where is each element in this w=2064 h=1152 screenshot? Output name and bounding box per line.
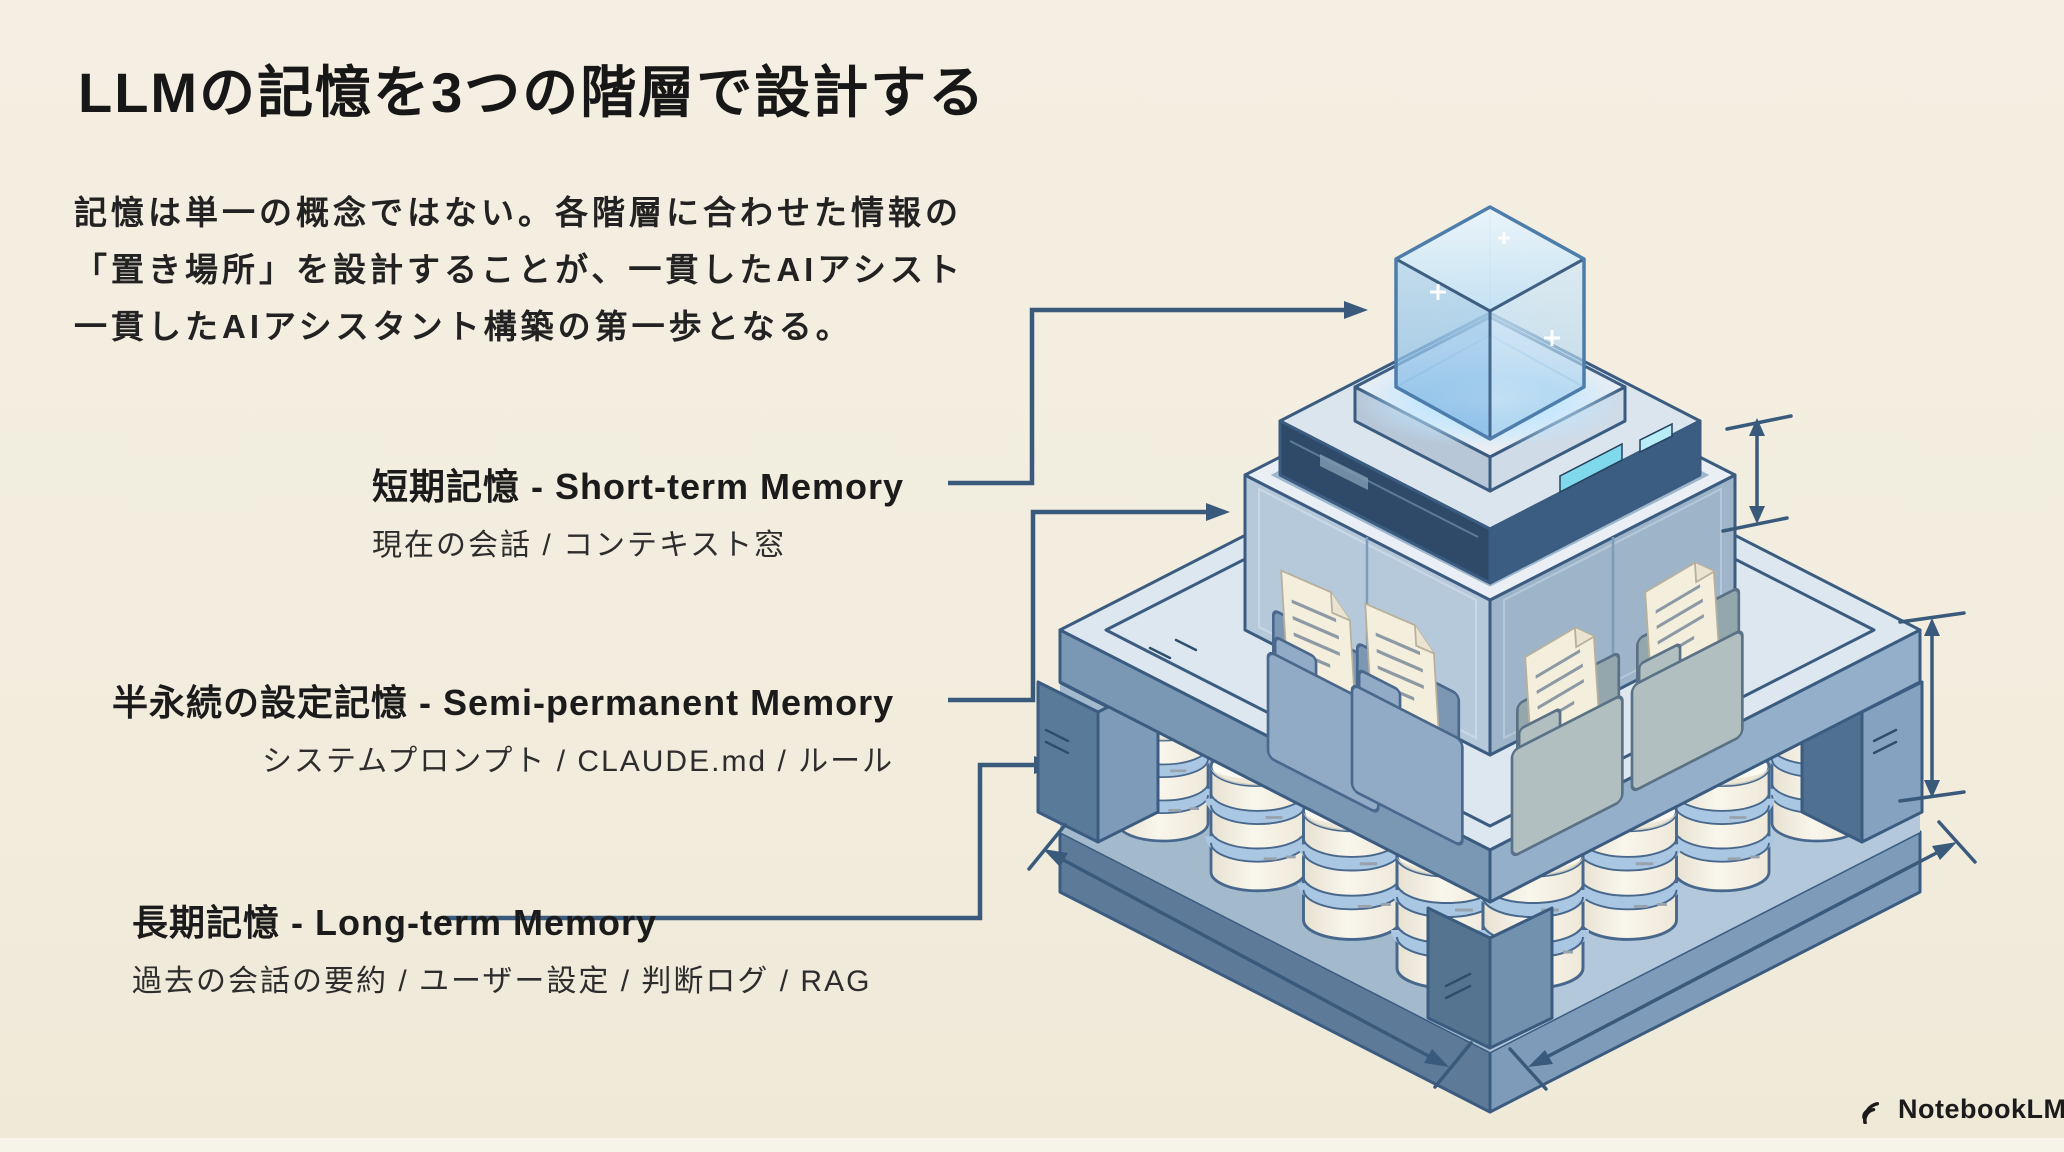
- label-long-term: 長期記憶 - Long-term Memory 過去の会話の要約 / ユーザー設…: [132, 894, 871, 1000]
- short-term-connector: [948, 307, 1346, 486]
- glowing-cube-icon: [1394, 205, 1586, 441]
- short-term-tier-graphic: [1278, 205, 1702, 585]
- bottom-right-dimension: [1508, 820, 1977, 1091]
- semi-permanent-detail: システムプロンプト / CLAUDE.md / ルール: [262, 745, 895, 778]
- screen-light-icon: [1559, 442, 1623, 494]
- base-height-dimension: [1898, 611, 1966, 803]
- label-short-term: 短期記憶 - Short-term Memory 現在の会話 / コンテキスト窓: [372, 458, 904, 564]
- long-term-connector: [443, 762, 1036, 921]
- label-semi-permanent: 半永続の設定記憶 - Semi-permanent Memory システムプロン…: [112, 674, 894, 780]
- intro-line-1: 記憶は単一の概念ではない。各階層に合わせた情報の: [74, 194, 962, 231]
- bottom-left-dimension: [1027, 823, 1473, 1089]
- short-term-arrowhead-icon: [1344, 301, 1368, 319]
- bottom-strip: [0, 1138, 2064, 1152]
- notebooklm-wordmark: NotebookLM: [1898, 1094, 2064, 1124]
- page-title: LLMの記憶を3つの階層で設計する: [78, 61, 987, 124]
- long-term-heading: 長期記憶 - Long-term Memory: [132, 902, 658, 943]
- intro-line-3: 一貫したAIアシスタント構築の第一歩となる。: [74, 308, 853, 345]
- dimension-arrows: [1027, 414, 1977, 1091]
- notebooklm-branding: NotebookLM: [1858, 1094, 2064, 1125]
- middle-height-dimension: [1721, 414, 1793, 533]
- screen-light-icon: [1639, 422, 1673, 454]
- semi-permanent-connector: [948, 509, 1208, 703]
- intro-line-2: 「置き場所」を設計することが、一貫したAIアシスト: [74, 251, 965, 288]
- long-term-detail: 過去の会話の要約 / ユーザー設定 / 判断ログ / RAG: [132, 965, 872, 998]
- sparkle-icons: [1430, 232, 1560, 346]
- short-term-heading: 短期記憶 - Short-term Memory: [372, 466, 905, 507]
- notebooklm-icon: [1862, 1101, 1880, 1124]
- intro-paragraph: 記憶は単一の概念ではない。各階層に合わせた情報の 「置き場所」を設計することが、…: [74, 184, 964, 355]
- semi-permanent-arrowhead-icon: [1206, 503, 1230, 521]
- semi-permanent-heading: 半永続の設定記憶 - Semi-permanent Memory: [112, 682, 895, 723]
- construction-tick-marks: [1044, 728, 1898, 1000]
- short-term-detail: 現在の会話 / コンテキスト窓: [372, 529, 787, 562]
